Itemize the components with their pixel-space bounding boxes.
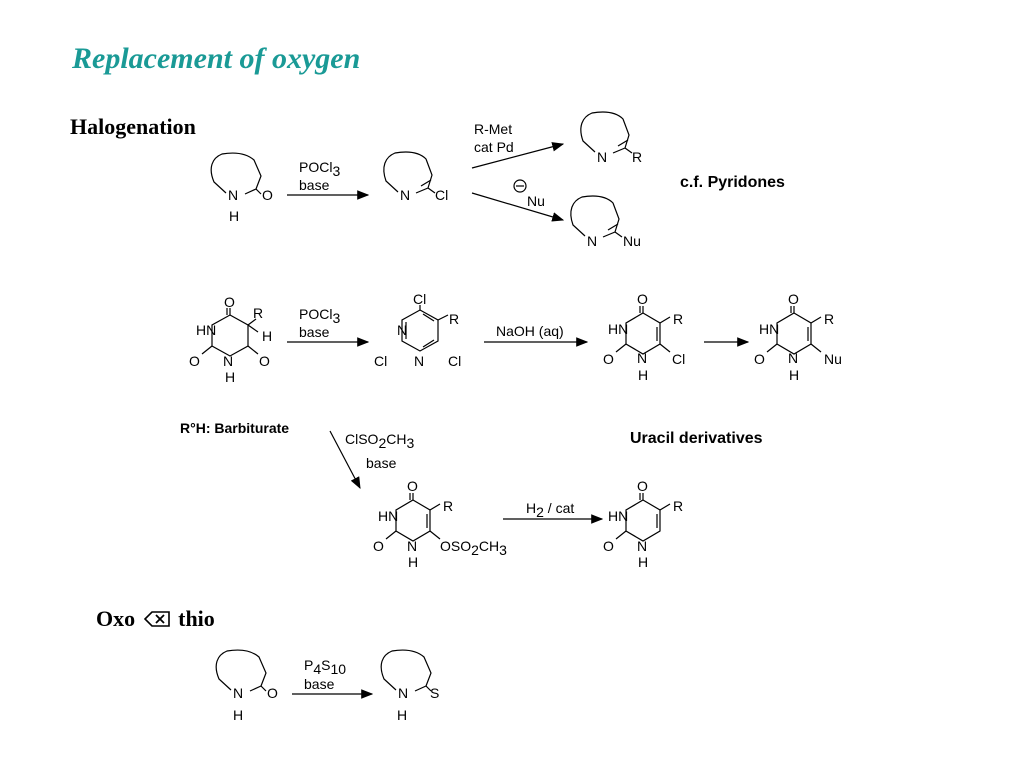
trichloropyrimidine-molecule: Cl R N N Cl Cl [374,291,461,369]
chloro-imine-molecule: N Cl [383,151,448,203]
note-barbiturate: R°H: Barbiturate [180,420,289,436]
atom-label: O [189,353,200,369]
atom-label: N [233,685,243,701]
atom-label: N [223,353,233,369]
atom-label: H [397,707,407,723]
atom-label: O [259,353,270,369]
atom-label: Nu [623,233,641,249]
atom-label: S [430,685,439,701]
thiolactam-product-molecule: N H S [380,649,439,723]
oxo-label: Oxo [96,606,136,631]
atom-label: R [673,311,683,327]
sulfonate-uracil-molecule: O R HN N H O OSO2CH3 [373,478,507,570]
atom-label: H [408,554,418,570]
atom-label: N [398,685,408,701]
uracil-product-molecule: O R HN N H O [603,478,683,570]
r-imine-product-molecule: N R [580,111,642,165]
section-heading-oxo-thio: Oxo thio [96,606,215,632]
atom-label: HN [608,321,628,337]
atom-label: O [262,187,273,203]
atom-label: N [637,538,647,554]
reaction-arrow [329,430,361,490]
atom-label: R [443,498,453,514]
reagent-label: H2 / cat [526,500,574,520]
atom-label: HN [759,321,779,337]
atom-label: Nu [824,351,842,367]
atom-label: Cl [448,353,461,369]
atom-label: R [673,498,683,514]
atom-label: H [789,367,799,383]
reagent-label: NaOH (aq) [496,323,564,339]
atom-label: Cl [435,187,448,203]
barbiturate-molecule: O R H HN N H O O [189,294,272,385]
atom-label: HN [196,322,216,338]
atom-label: H [229,208,239,224]
atom-label: H [262,328,272,344]
lactam-thio-start-molecule: N H O [215,649,278,723]
reagent-label: R-Met [474,121,512,137]
atom-label: R [632,149,642,165]
reagent-label: ClSO2CH3 [345,431,414,451]
atom-label: O [407,478,418,494]
reaction-arrow [471,192,565,222]
nucleophile-label: Nu [513,179,545,209]
atom-label: N [788,350,798,366]
reagent-label: base [299,177,330,193]
atom-label: N [400,187,410,203]
atom-label: H [638,367,648,383]
note-uracil-derivatives: Uracil derivatives [630,430,763,447]
atom-label: R [253,305,263,321]
reagent-label: POCl3 [299,306,340,326]
reaction-arrow [471,142,565,169]
atom-label: O [603,538,614,554]
reagent-label: P4S10 [304,657,346,677]
nu-imine-product-molecule: N Nu [570,195,641,249]
atom-label: HN [378,508,398,524]
atom-label: Cl [672,351,685,367]
atom-label: N [637,350,647,366]
thio-label: thio [178,606,215,631]
atom-label: OSO2CH3 [440,538,507,558]
atom-label: O [637,478,648,494]
atom-label: N [597,149,607,165]
svg-text:Nu: Nu [527,193,545,209]
atom-label: O [603,351,614,367]
atom-label: N [228,187,238,203]
nu-uracil-molecule: O R HN N H O Nu [754,291,842,383]
atom-label: R [449,311,459,327]
atom-label: O [224,294,235,310]
reagent-label: POCl3 [299,159,340,179]
atom-label: R [824,311,834,327]
atom-label: O [637,291,648,307]
atom-label: Cl [374,353,387,369]
reagent-label: cat Pd [474,139,514,155]
atom-label: HN [608,508,628,524]
delete-arrow-icon [143,608,170,627]
reagent-label: base [366,455,397,471]
reagent-label: base [304,676,335,692]
atom-label: H [225,369,235,385]
page-title: Replacement of oxygen [72,42,361,75]
atom-label: N [587,233,597,249]
lactam-start-molecule: N H O [210,152,273,224]
atom-label: O [754,351,765,367]
note-pyridones: c.f. Pyridones [680,174,785,191]
section-heading-halogenation: Halogenation [70,114,196,139]
atom-label: N [407,538,417,554]
chlorouracil-molecule: O R HN N H O Cl [603,291,685,383]
reagent-label: base [299,324,330,340]
atom-label: H [638,554,648,570]
atom-label: O [373,538,384,554]
atom-label: O [267,685,278,701]
atom-label: N [397,322,407,338]
atom-label: N [414,353,424,369]
atom-label: Cl [413,291,426,307]
atom-label: O [788,291,799,307]
atom-label: H [233,707,243,723]
